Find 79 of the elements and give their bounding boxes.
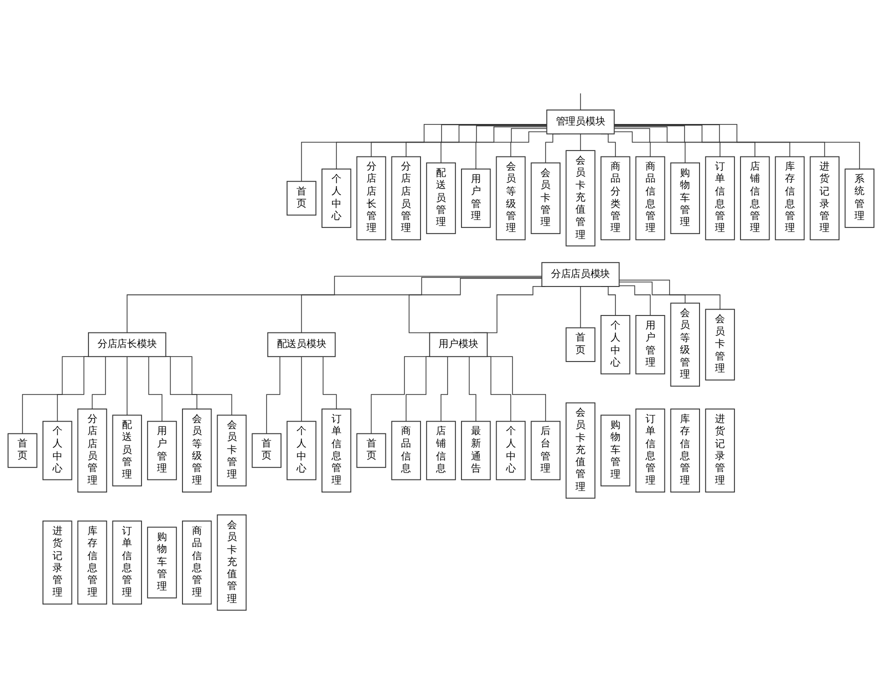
node-box: 会员等级管理 [670,302,700,387]
node-box: 会员卡充值管理 [566,150,596,246]
connector [408,278,542,334]
connector [406,126,548,158]
node-box: 购物车管理 [670,162,700,234]
node-box: 订单信息管理 [635,408,666,492]
node-box: 个人中心 [286,420,316,480]
connector [614,131,651,158]
connector [614,124,826,158]
node-box: 商品分类管理 [600,156,630,240]
connector [301,356,302,422]
node-box: 分店店长模块 [88,332,166,358]
connector [301,124,548,182]
connector [618,285,651,316]
node-box: 订单信息管理 [112,520,142,605]
connector [580,134,581,151]
node-box: 会员卡管理 [705,308,735,380]
node-box: 首页 [8,433,38,468]
node-box: 配送员模块 [267,332,336,358]
node-box: 会员卡充值管理 [566,402,596,499]
node-box: 用户模块 [429,332,488,358]
node-box: 购物车管理 [147,526,177,598]
node-box: 分店店长管理 [356,156,386,240]
node-box: 用户管理 [147,420,177,480]
node-box: 进货记录管理 [42,520,72,605]
node-box: 库存信息管理 [670,408,700,492]
node-box: 最新通告 [461,420,491,480]
connector [618,280,720,310]
node-box: 管理员模块 [546,110,615,134]
node-box: 进货记录管理 [705,408,735,492]
node-box: 用户管理 [635,315,666,374]
connector [370,124,548,158]
node-box: 首页 [252,433,282,468]
node-box: 购物车管理 [600,414,630,486]
node-box: 商品信息管理 [182,520,212,605]
node-box: 商品信息管理 [635,156,666,240]
node-box: 系统管理 [844,168,874,228]
node-box: 会员卡充值管理 [216,514,247,611]
node-box: 订单信息管理 [322,408,352,492]
node-box: 后台管理 [530,420,560,480]
node-box: 个人中心 [496,420,526,480]
node-box: 会员卡管理 [530,162,560,234]
node-box: 个人中心 [42,420,72,480]
node-box: 分店店员管理 [391,156,421,240]
connector [476,128,548,170]
connector [580,92,581,110]
node-box: 分店店员模块 [541,262,620,287]
node-box: 个人中心 [322,168,352,228]
connector [336,124,548,170]
node-box: 商品信息 [391,420,421,480]
node-box: 配送员管理 [426,162,456,234]
connector [614,126,720,158]
node-box: 会员等级管理 [182,408,212,492]
connector [440,126,548,164]
node-box: 店铺信息管理 [740,156,770,240]
connector [614,128,686,164]
node-box: 首页 [356,433,386,468]
connector [126,356,128,416]
node-box: 订单信息管理 [705,156,735,240]
connector [126,276,542,334]
node-box: 库存信息管理 [774,156,805,240]
node-box: 首页 [286,180,316,216]
node-box: 首页 [566,327,596,362]
connector [510,131,548,158]
node-box: 个人中心 [600,315,630,374]
connector [580,286,581,328]
connector [618,282,686,304]
connector [614,124,860,170]
connector [301,276,542,334]
node-box: 用户管理 [461,168,491,228]
node-box: 会员卡管理 [216,414,247,486]
node-box: 店铺信息 [426,420,456,480]
node-box: 库存信息管理 [77,520,108,605]
node-box: 配送员管理 [112,414,142,486]
connector [614,126,756,158]
node-box: 进货记录管理 [810,156,840,240]
connector [614,124,790,158]
node-box: 会员等级管理 [496,156,526,240]
node-box: 分店店员管理 [77,408,108,492]
